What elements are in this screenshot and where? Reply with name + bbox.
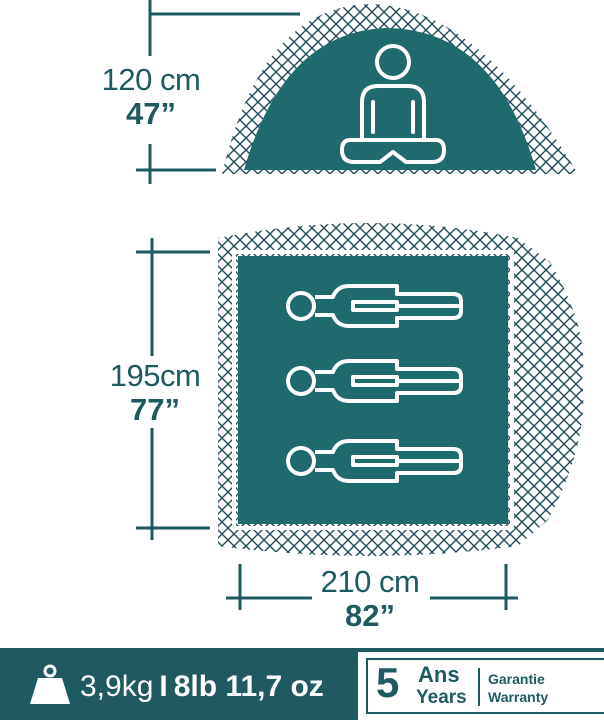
height-imperial: 47” [126, 96, 176, 131]
width-metric: 210 cm [320, 564, 420, 599]
height-metric: 120 cm [101, 62, 201, 97]
height-dimension-line [136, 0, 300, 184]
weight-separator: I [159, 670, 168, 703]
warranty-badge [358, 652, 604, 720]
height-label: 120 cm 47” [96, 64, 206, 129]
weight-imperial: 8lb 11,7 oz [173, 670, 324, 703]
depth-label: 195cm 77” [100, 360, 210, 425]
seated-person-icon [340, 44, 446, 164]
weight-metric: 3,9kg [80, 670, 154, 703]
depth-imperial: 77” [130, 392, 180, 427]
width-label: 210 cm 82” [300, 566, 440, 631]
warranty-years: Years [416, 687, 467, 708]
warranty-divider [478, 668, 480, 706]
warranty-ans: Ans [418, 662, 460, 687]
tent-top-inner [238, 256, 508, 524]
warranty-frame [366, 658, 604, 714]
weight-icon [30, 664, 70, 704]
width-dimension-line [226, 564, 518, 610]
width-imperial: 82” [345, 598, 395, 633]
depth-metric: 195cm [109, 358, 201, 393]
warranty-years-number: 5 [376, 659, 400, 706]
warranty-warranty: Warranty [488, 689, 549, 705]
tent-top-inner-border [232, 250, 514, 530]
depth-dimension-line [136, 238, 210, 540]
warranty-garantie: Garantie [488, 671, 545, 687]
tent-side-inner [244, 28, 536, 170]
